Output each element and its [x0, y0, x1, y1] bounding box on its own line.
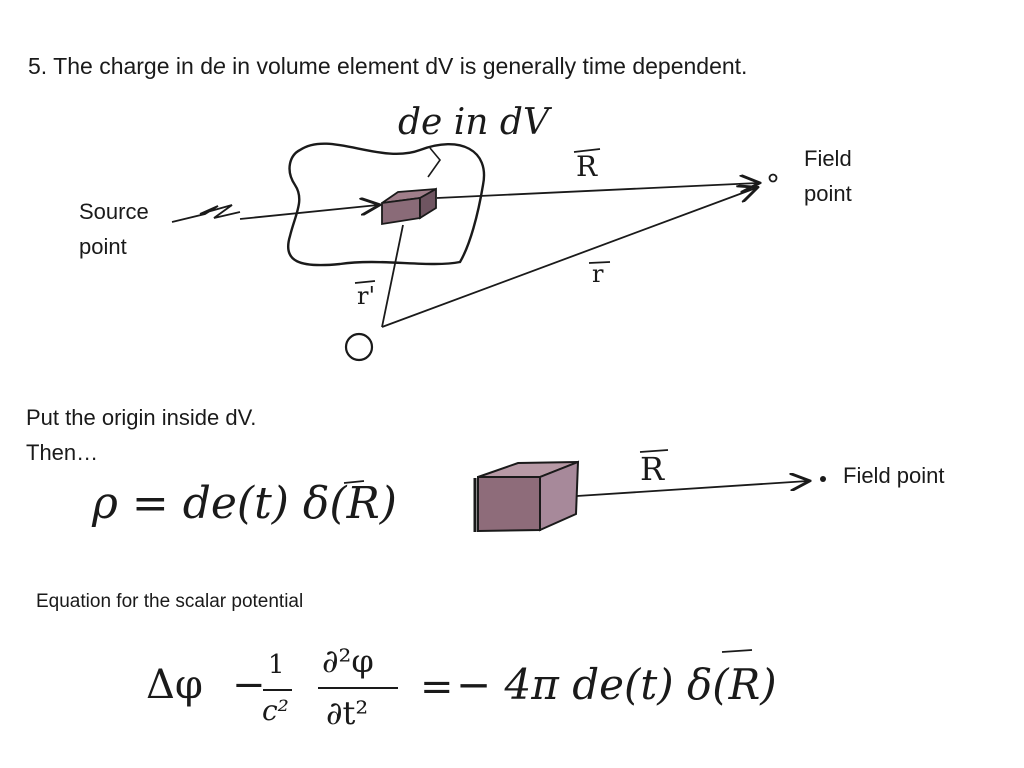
label-r-prime: r' — [357, 282, 376, 310]
eq2-deriv-num: ∂²φ — [322, 642, 374, 680]
eq2-coef-den: c² — [262, 694, 289, 727]
field-point-label-bottom: Field point — [843, 463, 945, 488]
label-r: r — [592, 260, 604, 288]
field-point-dot-bottom — [820, 476, 826, 482]
origin-circle — [344, 332, 374, 362]
eq2-laplacian: Δφ — [146, 662, 203, 708]
origin-note: Put the origin inside dV. Then… — [26, 400, 256, 470]
volume-blob — [287, 142, 486, 267]
label-de-in-dv: de in dV — [398, 102, 549, 143]
r-prime-vector — [381, 224, 404, 328]
eq2-minus: − — [232, 662, 266, 708]
eq2-rhs: − 4π de(t) δ(R) — [456, 660, 777, 709]
field-point-label-top: Field point — [804, 146, 852, 206]
title-number: 5. — [28, 53, 48, 79]
scalar-potential-caption: Equation for the scalar potential — [36, 591, 304, 612]
origin-note-line1: Put the origin inside dV. — [26, 405, 257, 430]
R-vector-top — [436, 183, 758, 199]
eq2-equals: = — [420, 664, 454, 710]
R-vector-bottom — [576, 481, 808, 497]
volume-element-box-bottom — [473, 460, 580, 533]
slide-title: 5. The charge in de in volume element dV… — [28, 52, 747, 81]
eq2-deriv-den: ∂t² — [326, 694, 369, 732]
volume-element-box-top — [381, 187, 437, 226]
label-R-top: R — [576, 150, 598, 183]
title-after: in volume element dV is generally time d… — [225, 53, 748, 79]
source-point-label: Source point — [79, 199, 149, 259]
field-point-dot-top — [768, 173, 778, 183]
origin-note-line2: Then… — [26, 440, 99, 465]
title-before: The charge in d — [53, 53, 213, 79]
eq2-coef-num: 1 — [268, 650, 285, 680]
r-vector — [381, 188, 756, 328]
title-italic-e: e — [213, 53, 226, 79]
equation-charge-density: ρ = de(t) δ(R) — [92, 478, 397, 529]
source-squiggle — [171, 204, 241, 223]
label-R-bottom: R — [640, 450, 665, 488]
source-arrow — [239, 205, 378, 220]
